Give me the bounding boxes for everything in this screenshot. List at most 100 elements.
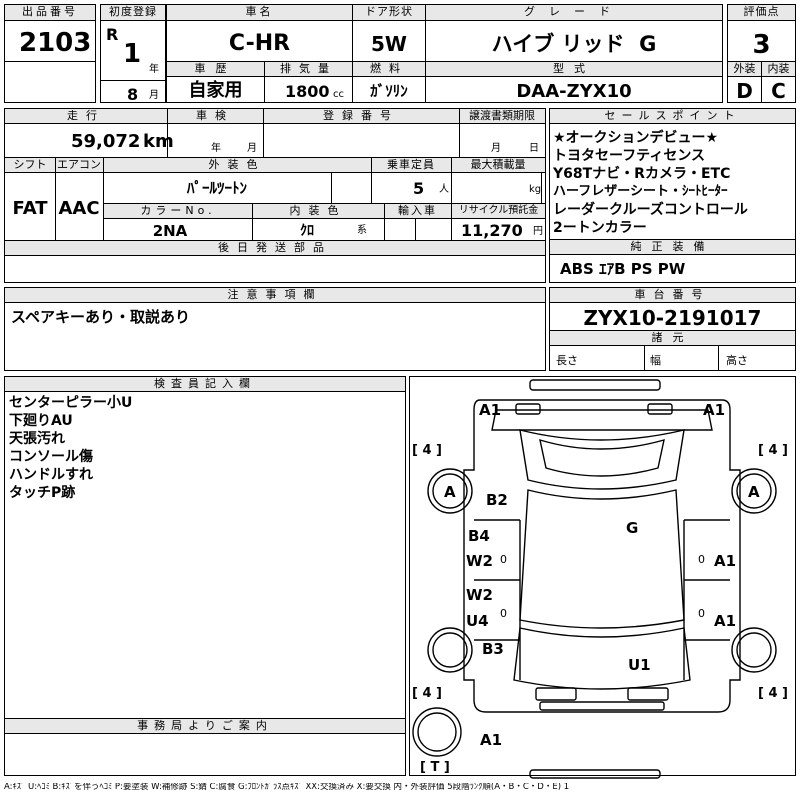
grade: ハイブ リッド G <box>491 32 657 56</box>
exterior-label: 外装 <box>728 62 761 77</box>
registration-label: 登録番号 <box>263 109 459 124</box>
transfer-label: 譲渡書類期限 <box>459 109 545 124</box>
lot-blank-box <box>4 61 96 103</box>
width-label: 幅 <box>650 354 661 367</box>
exterior-box: 外装 D <box>727 61 762 103</box>
color-no: 2NA <box>152 222 188 240</box>
ac: AAC <box>58 198 100 219</box>
genuine-label: 純正装備 <box>550 240 795 255</box>
model-label: 型式 <box>426 62 722 77</box>
insp-year-unit: 年 <box>211 143 221 154</box>
chassis-label: 車台番号 <box>550 288 795 303</box>
reg-month: 8 <box>127 85 139 104</box>
recycle-unit: 円 <box>533 226 543 237</box>
score-label: 評価点 <box>728 5 795 21</box>
inspector-label: 検査員記入欄 <box>5 377 405 392</box>
lot-number: 2103 <box>19 28 92 58</box>
car-name-label: 車名 <box>167 5 352 21</box>
sales-points-label: セールスポイント <box>550 109 795 124</box>
history-box: 車歴 自家用 <box>166 61 265 103</box>
specs2-box: 諸元 長さ 幅 高さ <box>549 330 796 371</box>
chassis-box: 車台番号 ZYX10-2191017 <box>549 287 796 331</box>
shift-label: シフト <box>5 158 55 173</box>
inspection-label: 車検 <box>167 109 263 124</box>
grade-label: グレード <box>426 5 722 21</box>
score-box: 評価点 3 <box>727 4 796 62</box>
capacity-unit: 人 <box>439 184 449 195</box>
mileage-unit: km <box>143 131 174 152</box>
legend: A:ｷｽﾞ U:ﾍｺﾐ B:ｷｽﾞを伴うﾍｺﾐ P:要塗装 W:補修跡 S:錆 … <box>4 783 570 792</box>
color-no-label: カラーNo. <box>104 204 252 219</box>
import-label: 輸入車 <box>384 204 451 219</box>
displacement-unit: cc <box>333 89 344 100</box>
first-reg-box: 初度登録 R 1 年 8 月 <box>100 4 166 103</box>
car-name: C-HR <box>228 31 291 56</box>
office-box: 事務局よりご案内 <box>4 718 406 776</box>
era: R <box>106 25 119 44</box>
fuel-box: 燃料 ｶﾞｿﾘﾝ <box>352 61 426 103</box>
max-load-label: 最大積載量 <box>451 158 545 173</box>
sales-points-box: セールスポイント ★オークションデビュー★ トヨタセーフティセンス Y68Tナビ… <box>549 108 796 240</box>
fuel-label: 燃料 <box>353 62 425 77</box>
sales-point-line: ★オークションデビュー★ <box>553 130 719 146</box>
interior-label: 内装 <box>762 62 795 77</box>
transfer-day-unit: 日 <box>529 143 539 154</box>
ac-label: エアコン <box>55 158 103 173</box>
car-name-box: 車名 C-HR <box>166 4 353 62</box>
inspector-line: コンソール傷 <box>9 449 93 465</box>
notes-box: 注意事項欄 スペアキーあり・取説あり <box>4 287 546 371</box>
door-label: ドア形状 <box>353 5 425 21</box>
inspector-line: ハンドルすれ <box>9 467 93 483</box>
int-color-unit: 系 <box>357 225 367 236</box>
genuine-items: ABS ｴｱB PS PW <box>560 260 686 278</box>
year-unit: 年 <box>149 64 159 75</box>
mileage-label: 走行 <box>5 109 167 124</box>
genuine-box: 純正装備 ABS ｴｱB PS PW <box>549 239 796 283</box>
displacement-label: 排気量 <box>265 62 352 77</box>
month-unit: 月 <box>149 90 159 101</box>
displacement-box: 排気量 1800 cc <box>264 61 353 103</box>
int-color-label: 内装色 <box>252 204 384 219</box>
length-label: 長さ <box>556 354 578 367</box>
inspector-line: センターピラー小U <box>9 395 133 411</box>
later-parts-label: 後日発送部品 <box>5 241 545 256</box>
interior: C <box>771 79 786 103</box>
model-box: 型式 DAA-ZYX10 <box>425 61 723 103</box>
sales-point-line: 2ートンカラー <box>553 220 647 236</box>
max-load-unit: kg <box>529 184 542 195</box>
chassis-number: ZYX10-2191017 <box>583 306 762 330</box>
model: DAA-ZYX10 <box>516 81 632 102</box>
specs-block: 走行 車検 登録番号 譲渡書類期限 59,072 km 年 月 月 日 シフト … <box>4 108 546 283</box>
shift: FAT <box>12 198 48 219</box>
recycle: 11,270 <box>461 221 523 240</box>
exterior: D <box>736 79 753 103</box>
grade-box: グレード ハイブ リッド G <box>425 4 723 62</box>
height-label: 高さ <box>726 354 748 367</box>
displacement: 1800 <box>285 82 330 101</box>
history-label: 車歴 <box>167 62 264 77</box>
inspector-box: 検査員記入欄 センターピラー小U 下廻りAU 天張汚れ コンソール傷 ハンドルす… <box>4 376 406 719</box>
sales-point-line: レーダークルーズコントロール <box>553 202 748 218</box>
reg-year: 1 <box>123 39 142 69</box>
mileage: 59,072 <box>71 131 141 152</box>
specs2-label: 諸元 <box>550 331 795 346</box>
capacity: 5 <box>413 179 425 198</box>
first-reg-label: 初度登録 <box>101 5 165 21</box>
history: 自家用 <box>188 80 243 101</box>
lot-box: 出品番号 2103 <box>4 4 96 62</box>
sales-point-line: トヨタセーフティセンス <box>553 148 706 164</box>
lot-label: 出品番号 <box>5 5 95 21</box>
recycle-label: リサイクル預託金 <box>452 204 545 219</box>
int-color: ｸﾛ <box>300 223 314 239</box>
fuel: ｶﾞｿﾘﾝ <box>370 82 408 100</box>
notes-label: 注意事項欄 <box>5 288 545 303</box>
inspector-line: 下廻りAU <box>9 413 73 429</box>
ext-color: ﾊﾟｰﾙﾂｰﾄﾝ <box>186 179 247 197</box>
capacity-label: 乗車定員 <box>371 158 451 173</box>
interior-box: 内装 C <box>761 61 796 103</box>
score: 3 <box>752 30 771 60</box>
car-diagram-box <box>409 376 796 776</box>
insp-month-unit: 月 <box>247 143 257 154</box>
notes-text: スペアキーあり・取説あり <box>11 308 190 326</box>
transfer-month-unit: 月 <box>491 143 501 154</box>
